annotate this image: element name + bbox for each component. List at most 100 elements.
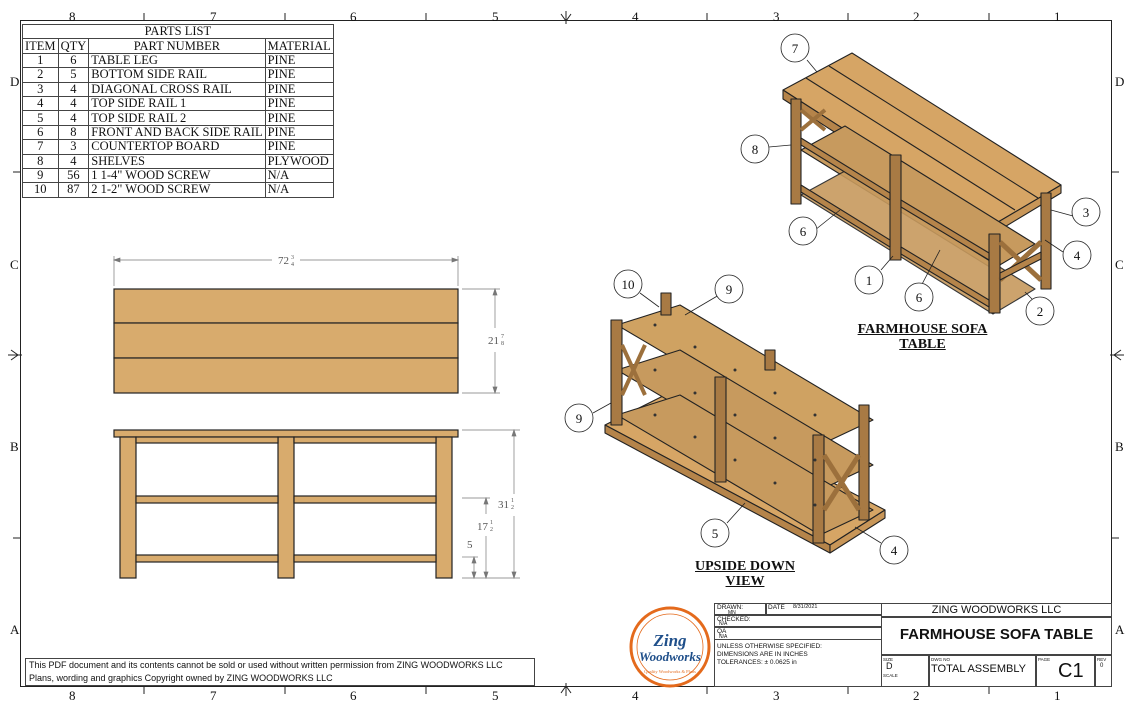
orthographic-views: 72 3 4 21 7 8 31 1 2 17 1 2 5 bbox=[112, 255, 520, 580]
zone-left-D: D bbox=[10, 74, 20, 89]
header-qty: QTY bbox=[57, 38, 90, 54]
cell-item: 5 bbox=[22, 110, 59, 126]
header-material: MATERIAL bbox=[264, 38, 334, 54]
tb-checked-label: CHECKED: bbox=[717, 616, 751, 623]
zing-woodworks-logo: Zing Woodworks Quality Woodworks & Plans bbox=[629, 606, 711, 688]
zone-right-D: D bbox=[1115, 74, 1125, 89]
tb-size-value: D bbox=[886, 661, 893, 671]
zone-bottom-6: 6 bbox=[350, 688, 357, 703]
balloon-iso-7: 7 bbox=[792, 41, 799, 56]
cell-qty: 4 bbox=[57, 110, 90, 126]
tb-qa-label: QA bbox=[717, 628, 727, 635]
cell-material: PINE bbox=[264, 110, 334, 126]
cell-material: PINE bbox=[264, 95, 334, 112]
tb-dwg-value: TOTAL ASSEMBLY bbox=[931, 663, 1026, 675]
dim-height-den: 2 bbox=[511, 505, 514, 511]
cell-item: 3 bbox=[22, 81, 59, 97]
cell-material: PINE bbox=[264, 124, 334, 141]
dim-height-whole: 31 bbox=[498, 499, 509, 511]
cell-item: 9 bbox=[22, 167, 59, 184]
tb-spec3: TOLERANCES: ± 0.0625 in bbox=[717, 659, 797, 666]
tb-date-value: 8/31/2021 bbox=[793, 604, 818, 610]
zone-right-B: B bbox=[1115, 439, 1124, 454]
cell-item: 8 bbox=[22, 153, 59, 169]
dim-top-width-den: 4 bbox=[291, 262, 294, 268]
iso-view-title-line1: FARMHOUSE SOFA bbox=[857, 322, 988, 337]
balloon-iso-6b: 6 bbox=[916, 290, 923, 305]
cell-material: N/A bbox=[264, 167, 334, 184]
tb-qa-value: N/A bbox=[719, 634, 728, 640]
cell-qty: 4 bbox=[57, 153, 90, 169]
cell-qty: 4 bbox=[57, 81, 90, 97]
dim-top-depth-whole: 21 bbox=[488, 335, 499, 347]
zone-bottom-8: 8 bbox=[69, 688, 76, 703]
dim-bottom-shelf: 5 bbox=[467, 539, 473, 551]
cell-item: 6 bbox=[22, 124, 59, 141]
zone-top-2: 2 bbox=[913, 9, 920, 24]
dim-top-width-whole: 72 bbox=[278, 255, 289, 267]
isometric-view: 7 8 6 1 6 2 4 3 bbox=[740, 33, 1101, 326]
zone-left-C: C bbox=[10, 257, 19, 272]
balloon-upside-10: 10 bbox=[622, 277, 635, 292]
cell-qty: 87 bbox=[57, 182, 90, 198]
zone-top-4: 4 bbox=[632, 9, 639, 24]
cell-item: 4 bbox=[22, 95, 59, 112]
tb-company: ZING WOODWORKS LLC bbox=[931, 604, 1062, 616]
balloon-upside-9a: 9 bbox=[726, 282, 733, 297]
cell-item: 1 bbox=[22, 52, 59, 69]
dim-top-depth-num: 7 bbox=[501, 334, 504, 340]
cell-material: PLYWOOD bbox=[264, 153, 334, 169]
header-part-number: PART NUMBER bbox=[88, 38, 266, 54]
cell-item: 2 bbox=[22, 67, 59, 83]
logo-line2: Woodworks bbox=[639, 649, 701, 664]
dim-mid-shelf-den: 2 bbox=[490, 527, 493, 533]
copyright-line2: Plans, wording and graphics Copyright ow… bbox=[29, 673, 333, 683]
zone-bottom-2: 2 bbox=[913, 688, 920, 703]
zone-right-A: A bbox=[1115, 622, 1125, 637]
tb-spec2: DIMENSIONS ARE IN INCHES bbox=[717, 651, 808, 658]
cell-part-number: SHELVES bbox=[88, 153, 266, 169]
zone-top-5: 5 bbox=[492, 9, 499, 24]
tb-title: FARMHOUSE SOFA TABLE bbox=[899, 626, 1094, 643]
cell-qty: 3 bbox=[57, 139, 90, 155]
balloon-iso-8: 8 bbox=[752, 142, 759, 157]
cell-material: PINE bbox=[264, 81, 334, 97]
cell-part-number: 2 1-2" WOOD SCREW bbox=[88, 182, 266, 198]
tb-page-value: C1 bbox=[1058, 660, 1084, 682]
cell-part-number: TOP SIDE RAIL 2 bbox=[88, 110, 266, 126]
logo-tagline: Quality Woodworks & Plans bbox=[644, 669, 696, 674]
cell-material: N/A bbox=[264, 182, 334, 198]
cell-qty: 6 bbox=[57, 52, 90, 69]
tb-rev-label: REV bbox=[1097, 657, 1107, 662]
copyright-notice: This PDF document and its contents canno… bbox=[25, 658, 535, 686]
dim-top-width-num: 3 bbox=[291, 255, 294, 261]
cell-material: PINE bbox=[264, 67, 334, 83]
upside-down-view: 10 9 9 5 4 bbox=[564, 269, 909, 565]
balloon-upside-9b: 9 bbox=[576, 411, 583, 426]
cell-item: 7 bbox=[22, 139, 59, 155]
tb-size-label: SIZE bbox=[883, 657, 894, 662]
dim-top-depth-den: 8 bbox=[501, 341, 504, 347]
cell-qty: 4 bbox=[57, 95, 90, 112]
cell-qty: 5 bbox=[57, 67, 90, 83]
tb-dwg-label: DWG NO bbox=[931, 657, 950, 662]
balloon-iso-6a: 6 bbox=[800, 224, 807, 239]
upside-view-title-line1: UPSIDE DOWN bbox=[695, 559, 795, 574]
cell-part-number: COUNTERTOP BOARD bbox=[88, 139, 266, 155]
tb-scale-label: SCALE bbox=[883, 673, 898, 678]
iso-view-title: FARMHOUSE SOFA TABLE bbox=[845, 322, 1000, 352]
iso-view-title-line2: TABLE bbox=[899, 337, 946, 352]
zone-top-1: 1 bbox=[1054, 9, 1061, 24]
tb-date-label: DATE bbox=[768, 604, 785, 611]
tb-spec1: UNLESS OTHERWISE SPECIFIED: bbox=[717, 643, 822, 650]
cell-part-number: TABLE LEG bbox=[88, 52, 266, 69]
zone-bottom-4: 4 bbox=[632, 688, 639, 703]
